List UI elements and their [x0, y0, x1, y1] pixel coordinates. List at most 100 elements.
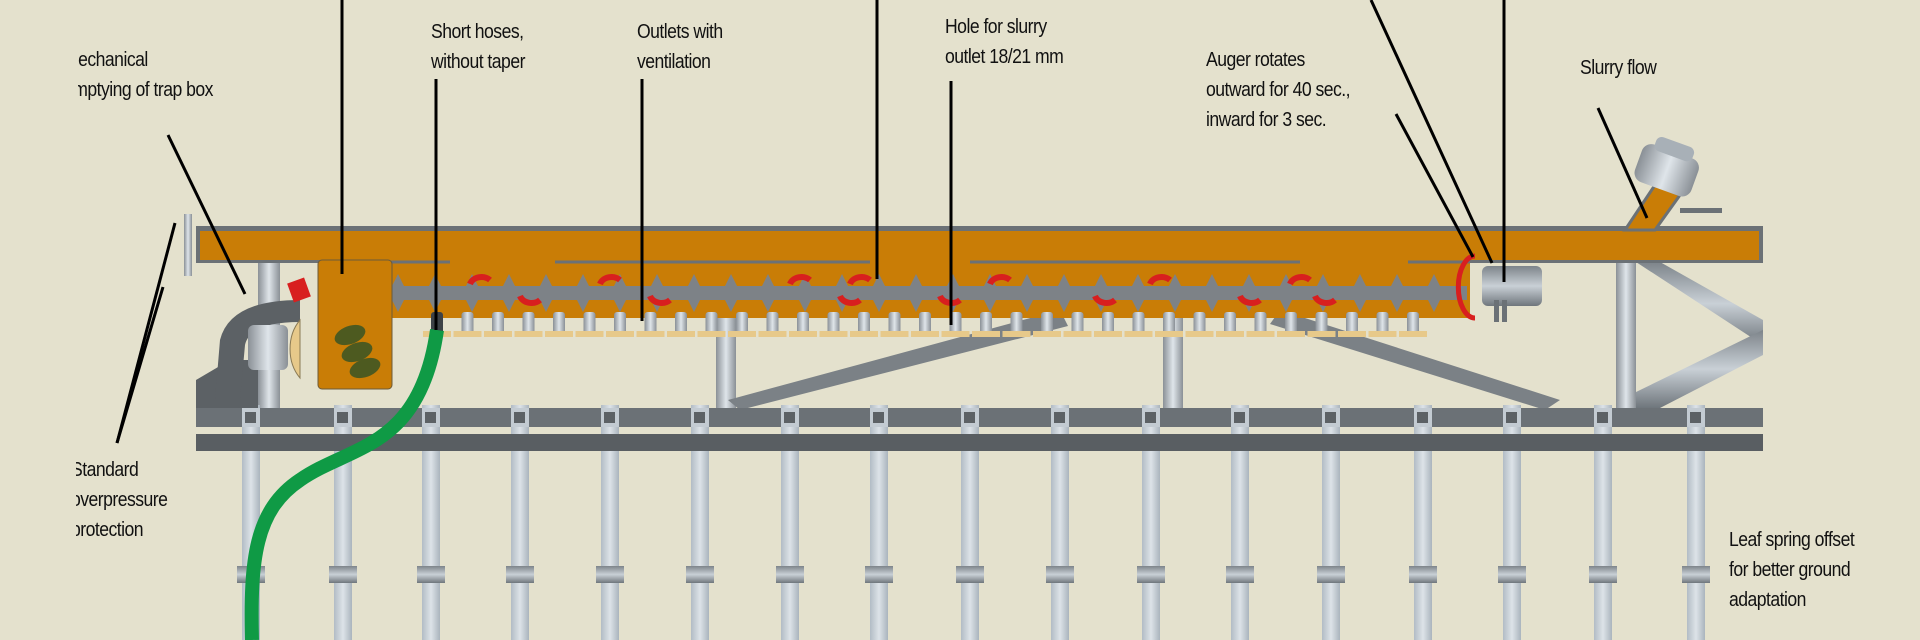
bolt-icon [425, 412, 436, 423]
label-line: inward for 3 sec. [1206, 109, 1327, 131]
outlet-ring [697, 331, 726, 337]
trap-box [184, 214, 393, 400]
outlet [858, 312, 870, 337]
auger-flight [836, 274, 848, 286]
auger-flight [577, 300, 589, 312]
outlet [522, 312, 535, 337]
outlet [1132, 312, 1145, 337]
spring-clamp [1589, 566, 1617, 583]
auger-flight [503, 300, 515, 312]
auger-flight [1206, 300, 1218, 312]
bolt-icon [1325, 412, 1336, 423]
frame-bars [196, 360, 1763, 451]
spring-clamp [1409, 566, 1437, 583]
outlet-ring [484, 331, 512, 337]
spring-clamp [686, 566, 714, 583]
auger-flight [1317, 274, 1329, 286]
outlet-ring [972, 331, 1000, 337]
bolt-icon [873, 412, 884, 423]
outlet-ring [1368, 331, 1397, 337]
auger-flight [540, 300, 552, 312]
label-overpressure: Standard overpressure protection [76, 455, 168, 545]
auger-flight [1354, 300, 1366, 312]
rotation-arrow-icon [1092, 294, 1117, 306]
rotation-arrow-icon [1312, 294, 1337, 306]
label-line: for better ground [1729, 559, 1851, 581]
bolt-icon [337, 412, 348, 423]
label-line: Standard [76, 459, 139, 481]
auger-flight [725, 300, 737, 312]
outlet-ring [1155, 331, 1183, 337]
auger-flight [614, 300, 626, 312]
auger-flight [503, 274, 515, 286]
spring-clamp [1226, 566, 1254, 583]
outlet [461, 312, 474, 337]
outlet-ring [575, 331, 604, 337]
auger-flight [873, 300, 885, 312]
bolt-icon [245, 412, 256, 423]
auger-flight [910, 300, 922, 312]
outlet [553, 312, 565, 337]
auger-flight [1169, 300, 1181, 312]
label-line: outward for 40 sec., [1206, 79, 1351, 101]
auger-flight [1391, 274, 1403, 286]
outlet-ring [1216, 331, 1244, 337]
outlet [705, 312, 718, 337]
auger-flight [688, 274, 700, 286]
label-line: Hole for slurry [945, 16, 1047, 38]
label-line: Short hoses, [431, 21, 524, 43]
rotation-arrow-icon [1287, 274, 1312, 286]
distributor-beam [196, 226, 1763, 318]
outlet-ring [606, 331, 634, 337]
auger-drive-and-inlet [1455, 136, 1722, 322]
label-leaf-spring: Leaf spring offset for better ground ada… [1729, 525, 1855, 615]
outlet [736, 312, 748, 337]
auger-flight [1021, 274, 1033, 286]
label-line: Slurry flow [1580, 57, 1657, 79]
outlet-ring [636, 331, 665, 337]
bolt-icon [604, 412, 615, 423]
outlet-ring [1185, 331, 1214, 337]
bolt-icon [1417, 412, 1428, 423]
outlet-ring [758, 331, 787, 337]
auger-flight [1243, 274, 1255, 286]
spring-clamp [956, 566, 984, 583]
spring-clamp [1137, 566, 1165, 583]
auger-flight [1132, 274, 1144, 286]
outlet [1163, 312, 1175, 337]
spring-clamp [596, 566, 624, 583]
outlet [1407, 312, 1419, 337]
spring-clamp [417, 566, 445, 583]
label-line: Leaf spring offset [1729, 529, 1855, 551]
spring-clamp [1046, 566, 1074, 583]
auger-flight [1280, 300, 1292, 312]
outlet [1071, 312, 1084, 337]
label-slurry-flow: Slurry flow [1580, 53, 1657, 83]
label-line: Outlets with [637, 21, 723, 43]
spring-clamp [506, 566, 534, 583]
green-hose [244, 329, 444, 640]
outlet [1315, 312, 1328, 337]
bolt-icon [1690, 412, 1701, 423]
auger-flight [1169, 274, 1181, 286]
outlet [1346, 312, 1358, 337]
outlet [827, 312, 840, 337]
label-trap-box-emptying: Mechanical emptying of trap box [78, 45, 213, 105]
bolt-icon [694, 412, 705, 423]
auger-flight [1021, 300, 1033, 312]
rotation-arrow-icon [987, 274, 1012, 286]
outlet [614, 312, 626, 337]
label-line: emptying of trap box [78, 79, 213, 101]
outlet-ring [1307, 331, 1336, 337]
outlet-ring [1124, 331, 1153, 337]
outlet [1224, 312, 1236, 337]
outlet [1254, 312, 1267, 337]
bolt-icon [514, 412, 525, 423]
auger-flight [392, 300, 404, 312]
outlet [1102, 312, 1114, 337]
spring-clamp [1682, 566, 1710, 583]
label-line: overpressure [76, 489, 168, 511]
outlet-ring [1063, 331, 1092, 337]
outlet [1010, 312, 1023, 337]
